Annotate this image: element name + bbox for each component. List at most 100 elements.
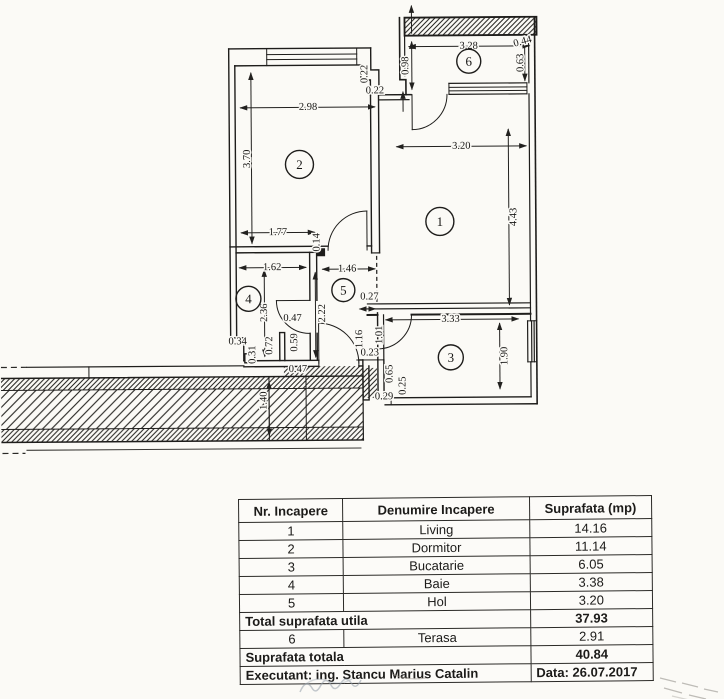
dim-label: 0.72 [264, 336, 275, 354]
stray-pen-lines [659, 677, 719, 699]
plan-line [283, 365, 363, 377]
plan-line [0, 387, 364, 392]
dim-label: 4.43 [508, 208, 519, 226]
plan-line [266, 47, 358, 67]
plan-line [369, 47, 380, 89]
dim-label: 1.40 [259, 391, 270, 409]
dim-label: 0.31 [247, 346, 258, 364]
plan-line [229, 245, 373, 248]
plan-line [275, 300, 311, 334]
lower-terrace-outline [0, 365, 365, 455]
room-number-label: 4 [245, 291, 252, 306]
plan-line [318, 359, 360, 367]
plan-line [234, 64, 362, 67]
room-number-label: 5 [340, 283, 347, 298]
plan-line [527, 320, 538, 363]
room-number-circle [284, 149, 315, 180]
plan-line [390, 396, 532, 399]
dim-label: 0.29 [375, 391, 393, 402]
room-number-circle [235, 285, 262, 312]
table-cell: Terasa [344, 627, 531, 648]
plan-line [26, 447, 362, 451]
plan-line [243, 365, 320, 368]
plan-line [316, 248, 326, 257]
plan-line [407, 43, 531, 50]
plan-line [318, 322, 360, 364]
room-number-circle [456, 48, 482, 74]
hatched-terrace-walls [0, 15, 538, 443]
room-number-circle [437, 344, 465, 371]
room-number-label: 2 [296, 157, 303, 172]
plan-line [240, 229, 316, 236]
table-cell: 6 [239, 629, 345, 649]
dim-label: 0.59 [289, 333, 300, 351]
date-label: Data: 26.07.2017 [530, 662, 654, 682]
plan-line [308, 251, 312, 362]
plan-line [1, 387, 364, 430]
plan-line [362, 367, 378, 398]
dim-label: 0.44 [512, 34, 533, 50]
plan-line [403, 15, 538, 37]
dim-label: 0.47 [283, 313, 301, 324]
room-number-label: 3 [448, 350, 455, 365]
dim-label: 0.22 [366, 85, 384, 96]
plan-line [0, 439, 365, 444]
table-cell: 2.91 [530, 626, 653, 646]
dim-label: 3.20 [452, 141, 470, 152]
plan-line [395, 143, 528, 150]
plan-line [227, 48, 232, 339]
dim-label: 0.14 [311, 232, 322, 251]
plan-line [384, 403, 538, 406]
dim-label: 0.22 [359, 65, 370, 83]
dim-label: 0.63 [515, 54, 526, 72]
plan-line [1, 426, 364, 443]
table-cell: 4 [239, 575, 344, 595]
plan-line [234, 65, 238, 339]
plan-line [528, 93, 532, 398]
dim-label: 0.27 [360, 291, 378, 302]
plan-line [244, 353, 255, 364]
plan-line [377, 359, 392, 399]
dim-label: 2.36 [259, 303, 270, 321]
plan-line [261, 268, 268, 358]
plan-line [248, 71, 255, 245]
table-cell: Baie [343, 573, 531, 594]
plan-line [448, 82, 528, 95]
table-cell: 3 [239, 557, 344, 577]
plan-line [26, 365, 245, 368]
dim-label: 0.25 [397, 376, 408, 394]
plan-line [235, 251, 318, 254]
plan-line [239, 104, 376, 111]
table-cell: 11.14 [529, 536, 653, 556]
dim-label: 1.77 [269, 227, 287, 238]
table-cell: Hol [343, 591, 531, 612]
plan-line [369, 94, 373, 254]
door-arcs [275, 93, 448, 364]
plan-line [533, 15, 538, 405]
total-value: 40.84 [530, 644, 654, 664]
dim-label: 1.01 [374, 326, 385, 344]
plan-line [0, 375, 364, 391]
plan-line [266, 53, 358, 61]
table-header-cell: Suprafata (mp) [529, 495, 652, 520]
dim-label: 3.70 [242, 150, 253, 168]
plan-line [398, 16, 407, 96]
plan-line [229, 337, 245, 362]
dim-label: 2.98 [299, 102, 317, 113]
dim-label: 2.22 [317, 304, 328, 322]
dim-label: 3.28 [459, 41, 477, 52]
room-number-circle [331, 277, 356, 303]
plan-line [0, 375, 364, 380]
room-number-circle [425, 206, 455, 237]
table-cell: Bucatarie [343, 555, 530, 576]
dim-label: 0.34 [228, 336, 247, 347]
plan-line [227, 47, 372, 50]
dimension-lines [238, 38, 531, 437]
table-header-cell: Nr. Incapere [238, 498, 343, 523]
table-header-cell: Denumire Incapere [342, 496, 530, 522]
plan-line [327, 210, 368, 251]
dim-label: 3.33 [441, 314, 459, 325]
